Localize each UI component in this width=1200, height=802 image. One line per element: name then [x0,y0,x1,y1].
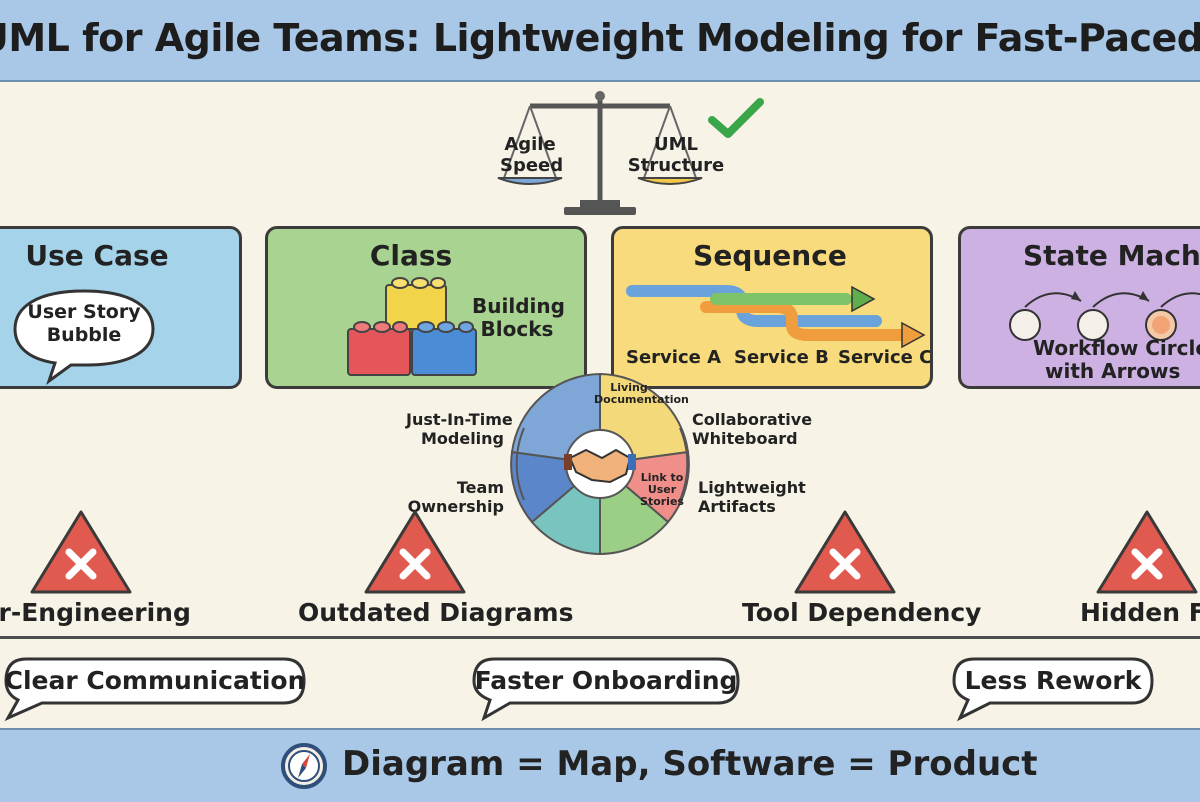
service-a-label: Service A [626,347,722,368]
living-line1: Living [610,381,648,394]
collab-line2: Whiteboard [692,429,798,448]
living-documentation-label: Living Documentation [594,381,689,406]
scale-icon [497,91,703,215]
link-line3: Stories [640,495,684,508]
speech-bubble-icon [4,657,306,722]
jit-line1: Just-In-Time [406,410,513,429]
building-blocks-icon [347,277,477,376]
state-machine-card: State Machine Workflow Circles with Arro… [958,226,1200,389]
footer-tagline: Diagram = Map, Software = Product [342,744,1038,784]
risk-hidden-files: Hidden Files [1080,598,1200,627]
sequence-card: Sequence Service A Service B Service C [611,226,933,389]
link-line2: User [647,483,677,496]
link-user-stories-label: Link to User Stories [640,472,684,508]
lightweight-artifacts-label: Lightweight Artifacts [698,478,806,516]
warning-icon [364,510,466,594]
page-title: UML for Agile Teams: Lightweight Modelin… [0,16,1200,60]
user-story-bubble-text: User Story Bubble [19,301,149,347]
sequence-title: Sequence [693,239,847,272]
bubble-line1: User Story [27,301,141,323]
risk-outdated-diagrams: Outdated Diagrams [298,598,574,627]
benefit-bubble: Less Rework [950,656,1156,722]
uml-label-line2: Structure [627,155,725,176]
agile-speed-label: Agile Speed [500,134,564,176]
handshake-icon [564,448,636,484]
just-in-time-label: Just-In-Time Modeling [406,410,513,448]
building-blocks-caption: Building Blocks [472,294,565,341]
balance-scale: Agile Speed UML Structure [490,86,770,218]
class-card: Class Building Blocks [265,226,587,389]
benefit-faster-onboarding: Faster Onboarding [474,666,738,695]
class-caption-line1: Building [472,294,565,318]
state-machine-title: State Machine [1023,239,1200,272]
bubble-line2: Bubble [46,324,122,346]
benefit-bubble: Faster Onboarding [470,656,742,722]
jit-line2: Modeling [420,429,504,448]
workflow-circles-icon [1009,291,1200,341]
agile-label-line2: Speed [500,155,564,176]
team-line2: Ownership [407,497,504,516]
use-case-card: Use Case User Story Bubble [0,226,242,389]
team-ownership-label: Team Ownership [406,478,504,516]
sequence-arrows-icon [626,285,926,349]
warning-icon [30,510,132,594]
warning-icon [1096,510,1198,594]
use-case-title: Use Case [25,239,169,272]
agile-label-line1: Agile [504,134,556,155]
lightweight-line2: Artifacts [698,497,776,516]
uml-structure-label: UML Structure [626,134,726,176]
divider [0,636,1200,639]
risk-over-engineering: Over-Engineering [0,598,191,627]
risk-tool-dependency: Tool Dependency [742,598,982,627]
benefit-less-rework: Less Rework [964,666,1142,695]
class-title: Class [369,239,453,272]
speech-bubble-icon [13,289,155,385]
collab-line1: Collaborative [692,410,813,429]
class-caption-line2: Blocks [480,317,554,341]
benefit-clear-communication: Clear Communication [4,666,306,695]
warning-icon [794,510,896,594]
benefit-bubble: Clear Communication [2,656,308,722]
lightweight-line1: Lightweight [698,478,806,497]
check-icon [708,98,764,138]
compass-icon [281,743,327,789]
service-c-label: Service C [838,347,933,368]
speech-bubble-icon [952,657,1154,722]
state-caption-line1: Workflow Circles [1033,336,1200,360]
collaborative-whiteboard-label: Collaborative Whiteboard [692,410,812,448]
practices-ring [510,372,690,556]
uml-label-line1: UML [654,134,698,155]
team-line1: Team [456,478,504,497]
speech-bubble-icon [472,657,740,722]
living-line2: Documentation [594,393,689,406]
footer-bar: Diagram = Map, Software = Product [0,728,1200,802]
title-bar: UML for Agile Teams: Lightweight Modelin… [0,0,1200,82]
state-machine-caption: Workflow Circles with Arrows [1033,337,1200,383]
link-line1: Link to [640,471,684,484]
service-b-label: Service B [734,347,829,368]
state-caption-line2: with Arrows [1045,359,1181,383]
